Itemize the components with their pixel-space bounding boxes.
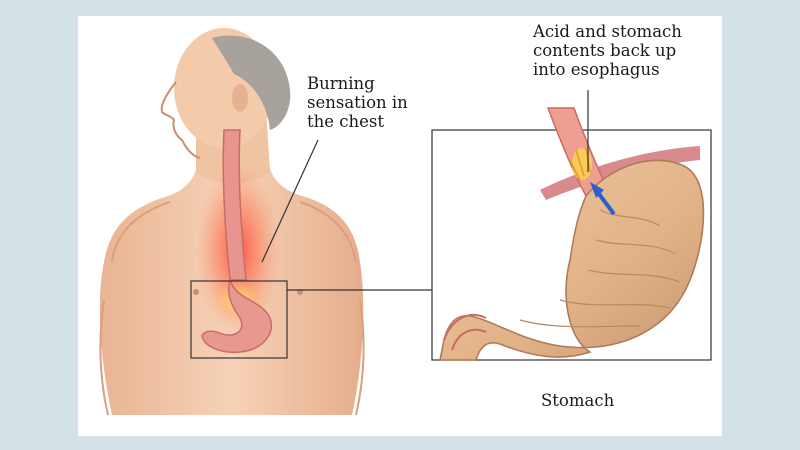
burning-sensation-label: Burning sensation in the chest bbox=[307, 74, 408, 131]
acid-label-line-3: into esophagus bbox=[533, 60, 660, 79]
esophagus bbox=[222, 129, 247, 281]
stomach-label: Stomach bbox=[541, 391, 615, 410]
burning-label-line-1: Burning bbox=[307, 74, 375, 93]
zoom-source-box bbox=[190, 280, 288, 359]
hair bbox=[212, 35, 291, 130]
burning-label-line-2: sensation in bbox=[307, 93, 408, 112]
small-stomach bbox=[201, 277, 273, 354]
acid-reflux-label: Acid and stomach contents back up into e… bbox=[533, 22, 682, 79]
acid-label-line-1: Acid and stomach bbox=[533, 22, 682, 41]
burning-leader-line bbox=[261, 139, 319, 263]
blue-arrow-icon bbox=[590, 182, 616, 216]
enlarged-stomach bbox=[439, 107, 705, 361]
acid-label-line-2: contents back up bbox=[533, 41, 677, 60]
burning-label-line-3: the chest bbox=[307, 112, 384, 131]
man-figure bbox=[99, 28, 365, 416]
